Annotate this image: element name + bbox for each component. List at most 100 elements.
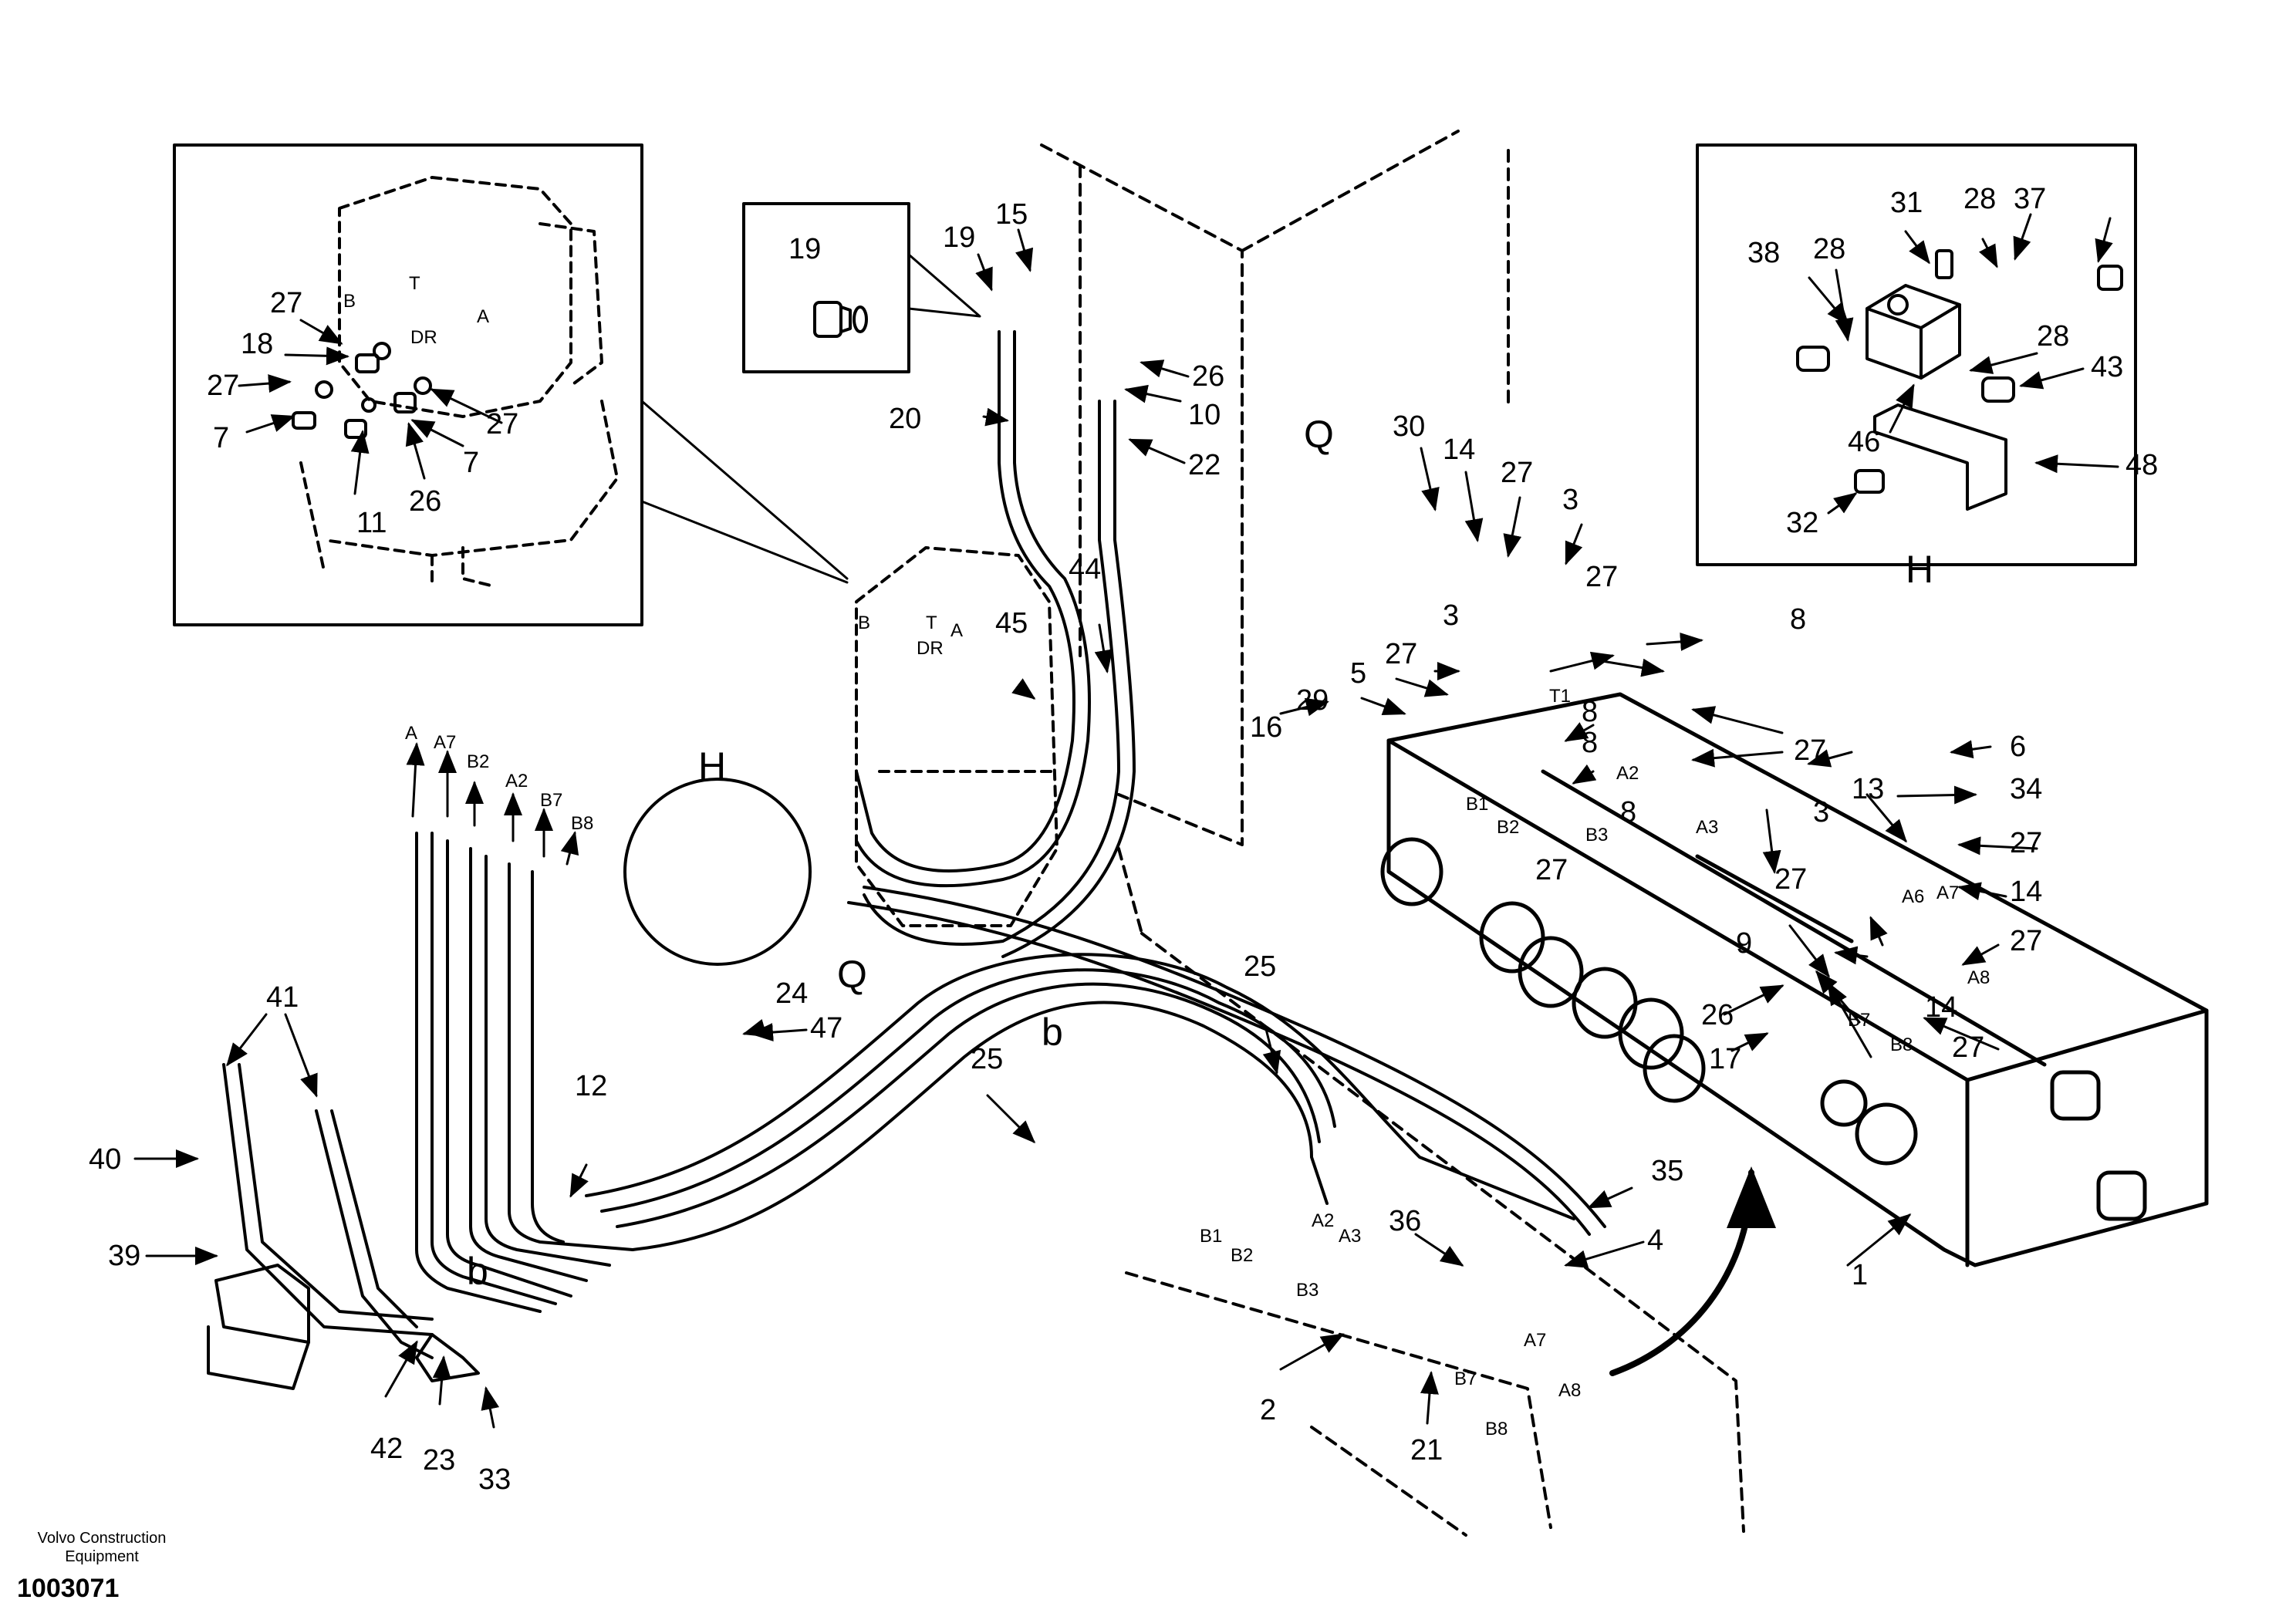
callout-20: 20 bbox=[889, 403, 921, 435]
inset-swivel-housing bbox=[299, 176, 619, 588]
callout-31: 31 bbox=[1890, 187, 1923, 219]
callout-10: 10 bbox=[1188, 399, 1221, 431]
callout-41: 41 bbox=[266, 981, 299, 1014]
callout-1: 1 bbox=[1852, 1259, 1868, 1291]
port-dr: DR bbox=[917, 638, 944, 659]
callout-27: 27 bbox=[2010, 925, 2042, 957]
callout-48: 48 bbox=[2125, 449, 2158, 481]
callout-11: 11 bbox=[356, 507, 387, 539]
callout-27: 27 bbox=[2010, 827, 2042, 859]
callout-19: 19 bbox=[788, 233, 821, 265]
view-label-q: Q bbox=[837, 953, 867, 996]
callout-27: 27 bbox=[1952, 1031, 1984, 1064]
port-a8: A8 bbox=[1967, 967, 1990, 988]
port-a2: A2 bbox=[1616, 763, 1639, 784]
port-b8: B8 bbox=[571, 813, 593, 834]
callout-39: 39 bbox=[108, 1240, 140, 1272]
callout-16: 16 bbox=[1250, 711, 1282, 744]
view-label-q: Q bbox=[1304, 413, 1334, 456]
callout-14: 14 bbox=[1925, 991, 1957, 1024]
port-b3: B3 bbox=[1585, 825, 1608, 845]
port-a2: A2 bbox=[505, 771, 528, 791]
port-a: A bbox=[405, 723, 417, 744]
port-a7: A7 bbox=[434, 732, 456, 753]
view-letters: Q Q H H b b bbox=[467, 413, 1933, 1293]
callout-14: 14 bbox=[2010, 876, 2042, 908]
port-t: T bbox=[926, 613, 937, 633]
view-label-b: b bbox=[1042, 1011, 1063, 1054]
hose-bundle-main bbox=[415, 832, 1606, 1313]
callout-2: 2 bbox=[1260, 1394, 1276, 1426]
view-label-b: b bbox=[467, 1250, 488, 1293]
detail-inset-h bbox=[1696, 143, 2137, 566]
view-label-h: H bbox=[1906, 548, 1933, 591]
port-a: A bbox=[477, 306, 489, 327]
callout-24: 24 bbox=[775, 977, 808, 1010]
callout-18: 18 bbox=[241, 328, 273, 360]
port-b3: B3 bbox=[1296, 1280, 1319, 1301]
callout-28: 28 bbox=[2037, 320, 2069, 353]
callout-32: 32 bbox=[1786, 507, 1818, 539]
callout-47: 47 bbox=[810, 1012, 842, 1045]
callout-40: 40 bbox=[89, 1143, 121, 1176]
center-swivel-joint bbox=[855, 546, 1059, 927]
port-b: B bbox=[858, 613, 870, 633]
callout-43: 43 bbox=[2091, 351, 2123, 383]
port-t1: T1 bbox=[1549, 686, 1571, 707]
detail-h-circle bbox=[623, 778, 812, 966]
callout-27: 27 bbox=[207, 370, 239, 402]
view-label-h: H bbox=[698, 744, 726, 788]
callout-22: 22 bbox=[1188, 449, 1221, 481]
callout-labels: 27 18 27 7 11 26 7 27 19 19 15 20 26 10 … bbox=[89, 183, 2158, 1496]
callout-25: 25 bbox=[971, 1043, 1003, 1075]
callout-45: 45 bbox=[995, 607, 1028, 640]
callout-6: 6 bbox=[2010, 731, 2026, 763]
port-b2: B2 bbox=[467, 751, 489, 772]
callout-27: 27 bbox=[1501, 457, 1533, 489]
detail-inset-swivel bbox=[173, 143, 643, 626]
callout-8: 8 bbox=[1582, 727, 1598, 759]
callout-13: 13 bbox=[1852, 773, 1884, 805]
curved-arrow bbox=[1609, 1166, 1776, 1376]
frame-outline-dashed bbox=[1040, 130, 1745, 1537]
callout-28: 28 bbox=[1963, 183, 1996, 215]
callout-27: 27 bbox=[486, 408, 518, 440]
callout-33: 33 bbox=[478, 1463, 511, 1496]
hoses-41-and-bracket-39 bbox=[207, 1063, 480, 1390]
callout-14: 14 bbox=[1443, 434, 1475, 466]
port-b7: B7 bbox=[1848, 1010, 1870, 1031]
port-b1: B1 bbox=[1200, 1226, 1222, 1247]
port-labels: B T DR A B T DR A T1 A2 B1 B2 B3 A3 A6 A… bbox=[343, 273, 1990, 1439]
port-a7: A7 bbox=[1524, 1330, 1546, 1351]
port-b2: B2 bbox=[1497, 817, 1519, 838]
callout-12: 12 bbox=[575, 1070, 607, 1102]
callout-42: 42 bbox=[370, 1433, 403, 1465]
brand-caption: Volvo Construction Equipment bbox=[17, 1529, 187, 1566]
callout-3: 3 bbox=[1443, 599, 1459, 632]
callout-28: 28 bbox=[1813, 233, 1845, 265]
callout-15: 15 bbox=[995, 198, 1028, 231]
port-dr: DR bbox=[410, 327, 437, 348]
callout-27: 27 bbox=[1794, 734, 1826, 767]
plug-19-drawing bbox=[813, 301, 868, 338]
callout-26: 26 bbox=[1192, 360, 1224, 393]
callout-4: 4 bbox=[1647, 1224, 1663, 1257]
plug-inset-leader bbox=[907, 253, 981, 318]
callout-37: 37 bbox=[2014, 183, 2046, 215]
callout-8: 8 bbox=[1582, 696, 1598, 728]
document-number: 1003071 bbox=[17, 1574, 120, 1603]
port-a6: A6 bbox=[1902, 886, 1924, 907]
callout-9: 9 bbox=[1736, 927, 1752, 960]
callout-26: 26 bbox=[409, 485, 441, 518]
inset-leader bbox=[640, 400, 849, 584]
callout-26: 26 bbox=[1701, 999, 1734, 1031]
callout-19: 19 bbox=[943, 221, 975, 254]
inset-h-block bbox=[1796, 249, 2123, 511]
port-b7: B7 bbox=[540, 790, 562, 811]
brand-line-1: Volvo Construction bbox=[37, 1530, 167, 1547]
port-a7: A7 bbox=[1936, 883, 1959, 903]
control-valve-block bbox=[1380, 692, 2209, 1267]
callout-27: 27 bbox=[1385, 638, 1417, 670]
port-a2: A2 bbox=[1312, 1210, 1334, 1231]
